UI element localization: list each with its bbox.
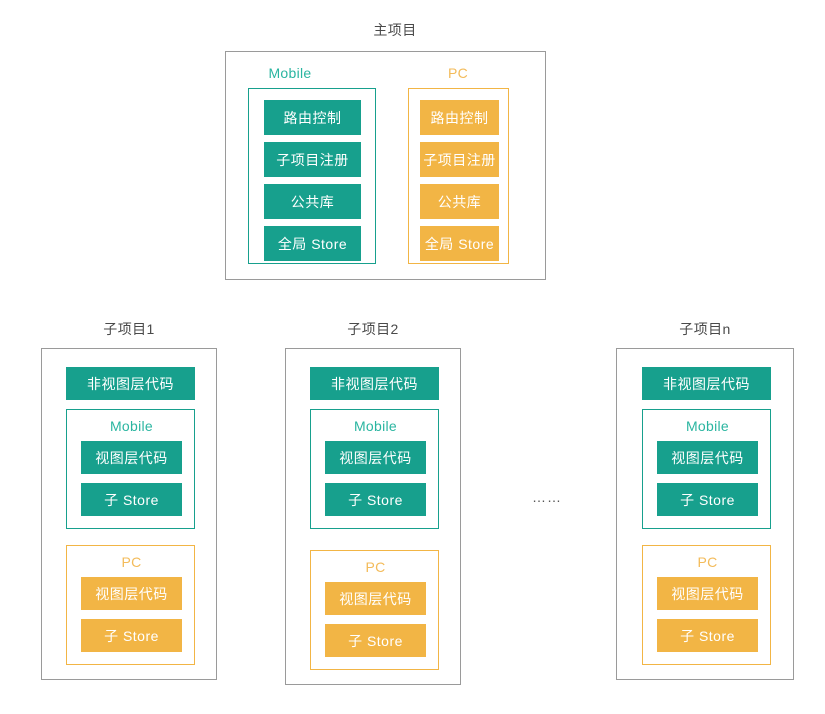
main-mobile-block-subproject-registry[interactable]: 子项目注册 [264, 142, 361, 177]
sub-project-n-pc-sub-store[interactable]: 子 Store [657, 619, 758, 652]
sub-project-1-pc-sub-store[interactable]: 子 Store [81, 619, 182, 652]
sub-project-n-pc-panel-label: PC [697, 554, 718, 570]
sub-project-2-mobile-sub-store[interactable]: 子 Store [325, 483, 426, 516]
main-pc-panel: 路由控制 子项目注册 公共库 全局 Store [408, 88, 509, 264]
sub-project-1-mobile-view-layer-code[interactable]: 视图层代码 [81, 441, 182, 474]
sub-project-1-mobile-panel: Mobile 视图层代码 子 Store [66, 409, 195, 529]
main-project-container: Mobile 路由控制 子项目注册 公共库 全局 Store PC 路由控制 子… [225, 51, 546, 280]
sub-project-2-mobile-view-layer-code[interactable]: 视图层代码 [325, 441, 426, 474]
sub-project-1-pc-panel: PC 视图层代码 子 Store [66, 545, 195, 665]
sub-project-1-mobile-panel-label: Mobile [109, 418, 154, 434]
sub-project-2-pc-panel-label: PC [365, 559, 386, 575]
sub-project-1-mobile-sub-store[interactable]: 子 Store [81, 483, 182, 516]
sub-project-2-container: 非视图层代码 Mobile 视图层代码 子 Store PC 视图层代码 子 S… [285, 348, 461, 685]
sub-project-n-mobile-panel-label: Mobile [685, 418, 730, 434]
sub-project-1-pc-view-layer-code[interactable]: 视图层代码 [81, 577, 182, 610]
sub-project-2-mobile-panel-label: Mobile [353, 418, 398, 434]
main-pc-block-router[interactable]: 路由控制 [420, 100, 499, 135]
main-mobile-block-router[interactable]: 路由控制 [264, 100, 361, 135]
sub-project-n-non-view-layer-code[interactable]: 非视图层代码 [642, 367, 771, 400]
main-pc-block-subproject-registry[interactable]: 子项目注册 [420, 142, 499, 177]
sub-project-2-title: 子项目2 [347, 321, 399, 337]
main-pc-block-global-store[interactable]: 全局 Store [420, 226, 499, 261]
main-mobile-panel-label: Mobile [268, 65, 312, 81]
sub-project-2-pc-view-layer-code[interactable]: 视图层代码 [325, 582, 426, 615]
main-mobile-panel: 路由控制 子项目注册 公共库 全局 Store [248, 88, 376, 264]
sub-project-n-mobile-view-layer-code[interactable]: 视图层代码 [657, 441, 758, 474]
sub-project-1-title: 子项目1 [103, 321, 155, 337]
main-mobile-block-global-store[interactable]: 全局 Store [264, 226, 361, 261]
sub-project-n-mobile-panel: Mobile 视图层代码 子 Store [642, 409, 771, 529]
sub-project-1-container: 非视图层代码 Mobile 视图层代码 子 Store PC 视图层代码 子 S… [41, 348, 217, 680]
sub-project-n-container: 非视图层代码 Mobile 视图层代码 子 Store PC 视图层代码 子 S… [616, 348, 794, 680]
sub-project-1-non-view-layer-code[interactable]: 非视图层代码 [66, 367, 195, 400]
main-pc-block-common-lib[interactable]: 公共库 [420, 184, 499, 219]
sub-project-n-mobile-sub-store[interactable]: 子 Store [657, 483, 758, 516]
main-pc-panel-label: PC [447, 65, 469, 81]
sub-project-2-pc-panel: PC 视图层代码 子 Store [310, 550, 439, 670]
main-project-title: 主项目 [373, 22, 417, 38]
sub-project-2-pc-sub-store[interactable]: 子 Store [325, 624, 426, 657]
continuation-ellipsis: …… [532, 489, 562, 505]
main-mobile-block-common-lib[interactable]: 公共库 [264, 184, 361, 219]
sub-project-2-mobile-panel: Mobile 视图层代码 子 Store [310, 409, 439, 529]
sub-project-n-title: 子项目n [679, 321, 731, 337]
sub-project-n-pc-view-layer-code[interactable]: 视图层代码 [657, 577, 758, 610]
sub-project-2-non-view-layer-code[interactable]: 非视图层代码 [310, 367, 439, 400]
sub-project-n-pc-panel: PC 视图层代码 子 Store [642, 545, 771, 665]
sub-project-1-pc-panel-label: PC [121, 554, 142, 570]
